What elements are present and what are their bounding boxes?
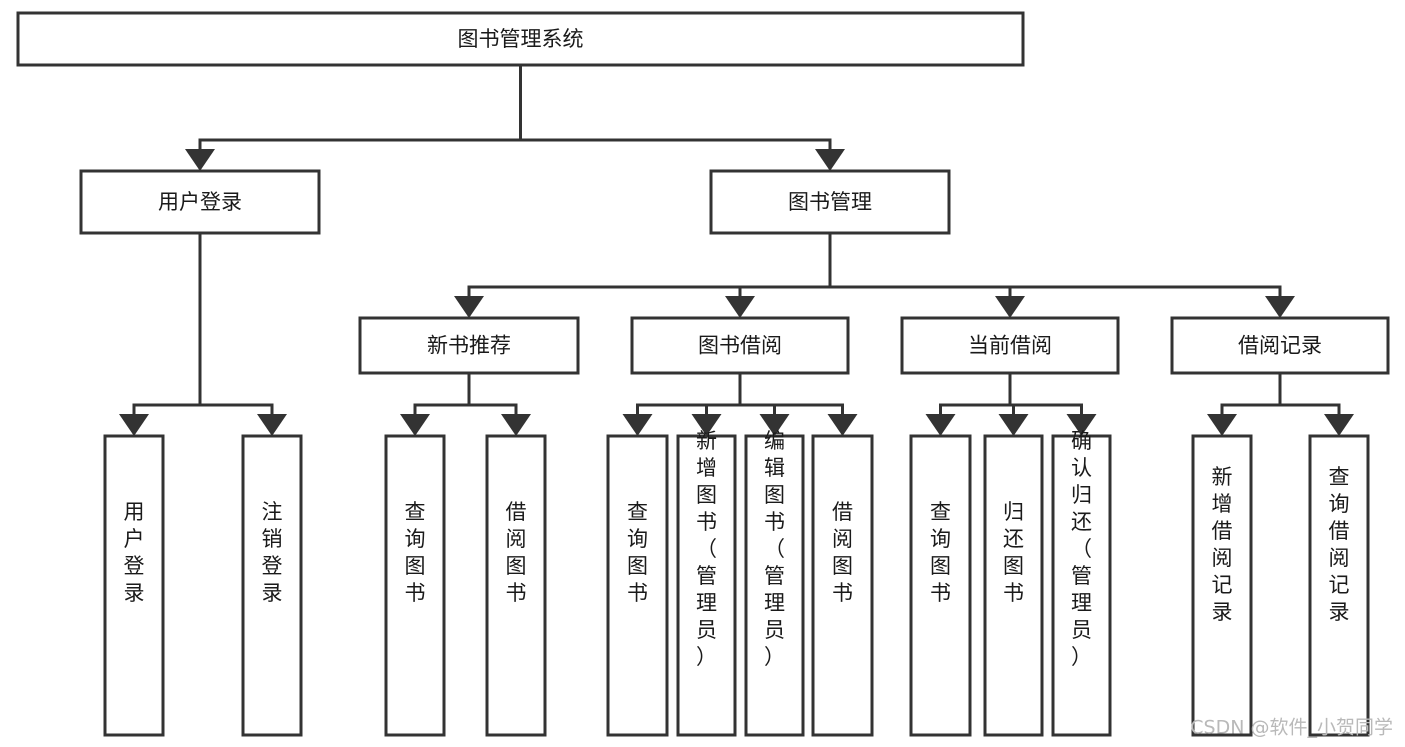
node-label-leaf-add-book-admin: 新增图书（管理员）	[696, 429, 717, 669]
node-new-book-recommend[interactable]: 新书推荐	[358, 316, 580, 375]
connector-arrowhead	[400, 414, 430, 436]
node-leaf-add-book-admin[interactable]: 新增图书（管理员）	[676, 429, 737, 737]
connector-arrowhead	[1324, 414, 1354, 436]
node-label-leaf-borrow-book-recommend: 借阅图书	[506, 500, 527, 605]
node-box-book-borrow[interactable]	[630, 316, 850, 375]
node-leaf-query-book-recommend[interactable]: 查询图书	[384, 434, 446, 737]
node-box-current-borrow[interactable]	[900, 316, 1120, 375]
node-box-new-book-recommend[interactable]	[358, 316, 580, 375]
node-leaf-borrow-book-recommend[interactable]: 借阅图书	[485, 434, 547, 737]
connector-arrowhead	[995, 296, 1025, 318]
connector-group-new-book-recommend	[400, 371, 531, 436]
connector-arrowhead	[998, 414, 1029, 436]
node-box-root[interactable]	[16, 11, 1025, 67]
node-label-leaf-confirm-return-admin: 确认归还（管理员）	[1071, 429, 1092, 669]
node-leaf-query-book-borrow[interactable]: 查询图书	[606, 434, 669, 737]
connector-arrowhead	[1265, 296, 1295, 318]
node-book-manage[interactable]: 图书管理	[709, 169, 951, 235]
node-book-borrow[interactable]: 图书借阅	[630, 316, 850, 375]
node-label-leaf-query-book-borrow: 查询图书	[627, 500, 648, 605]
connector-group-root	[185, 63, 845, 171]
connector-group-user-login	[119, 231, 287, 436]
connector-arrowhead	[501, 414, 531, 436]
node-box-book-manage[interactable]	[709, 169, 951, 235]
node-label-leaf-user-login: 用户登录	[124, 500, 145, 605]
node-box-leaf-borrow-book-recommend[interactable]	[485, 434, 547, 737]
node-box-leaf-confirm-return-admin[interactable]	[1051, 434, 1112, 737]
node-leaf-logout-login[interactable]: 注销登录	[241, 434, 303, 737]
node-box-leaf-user-login[interactable]	[103, 434, 165, 737]
node-box-leaf-borrow-book[interactable]	[811, 434, 874, 737]
connector-arrowhead	[815, 149, 845, 171]
node-label-leaf-return-book: 归还图书	[1003, 500, 1024, 605]
node-label-book-borrow: 图书借阅	[698, 334, 782, 358]
connector-arrowhead	[725, 296, 755, 318]
node-box-leaf-query-book-borrow[interactable]	[606, 434, 669, 737]
node-leaf-return-book[interactable]: 归还图书	[983, 434, 1044, 737]
node-box-leaf-logout-login[interactable]	[241, 434, 303, 737]
connector-group-current-borrow	[925, 371, 1097, 436]
node-label-new-book-recommend: 新书推荐	[427, 334, 511, 358]
node-user-login[interactable]: 用户登录	[79, 169, 321, 235]
node-leaf-query-borrow-record[interactable]: 查询借阅记录	[1308, 434, 1370, 737]
node-label-leaf-borrow-book: 借阅图书	[832, 500, 853, 605]
node-box-leaf-return-book[interactable]	[983, 434, 1044, 737]
connector-arrowhead	[691, 414, 722, 436]
node-leaf-borrow-book[interactable]: 借阅图书	[811, 434, 874, 737]
node-box-leaf-query-borrow-record[interactable]	[1308, 434, 1370, 737]
node-box-leaf-query-book-recommend[interactable]	[384, 434, 446, 737]
node-label-user-login: 用户登录	[158, 190, 242, 214]
node-box-user-login[interactable]	[79, 169, 321, 235]
connector-arrowhead	[185, 149, 215, 171]
node-label-leaf-query-book-recommend: 查询图书	[405, 500, 426, 605]
connectors-layer	[119, 63, 1354, 436]
node-label-borrow-record: 借阅记录	[1238, 334, 1322, 358]
node-leaf-edit-book-admin[interactable]: 编辑图书（管理员）	[744, 429, 805, 737]
node-box-leaf-query-book-current[interactable]	[909, 434, 972, 737]
node-label-leaf-query-borrow-record: 查询借阅记录	[1329, 465, 1350, 624]
connector-arrowhead	[759, 414, 790, 436]
connector-arrowhead	[454, 296, 484, 318]
node-leaf-user-login[interactable]: 用户登录	[103, 434, 165, 737]
connector-arrowhead	[827, 414, 858, 436]
connector-arrowhead	[1207, 414, 1237, 436]
connector-arrowhead	[622, 414, 653, 436]
connector-group-book-borrow	[622, 371, 858, 436]
connector-arrowhead	[1066, 414, 1097, 436]
node-box-leaf-add-borrow-record[interactable]	[1191, 434, 1253, 737]
connector-arrowhead	[925, 414, 956, 436]
node-borrow-record[interactable]: 借阅记录	[1170, 316, 1390, 375]
connector-arrowhead	[257, 414, 287, 436]
node-label-leaf-logout-login: 注销登录	[262, 500, 283, 605]
node-leaf-query-book-current[interactable]: 查询图书	[909, 434, 972, 737]
node-leaf-add-borrow-record[interactable]: 新增借阅记录	[1191, 434, 1253, 737]
node-leaf-confirm-return-admin[interactable]: 确认归还（管理员）	[1051, 429, 1112, 737]
node-box-leaf-add-book-admin[interactable]	[676, 434, 737, 737]
node-label-book-manage: 图书管理	[788, 190, 872, 214]
node-label-current-borrow: 当前借阅	[968, 334, 1052, 358]
node-current-borrow[interactable]: 当前借阅	[900, 316, 1120, 375]
nodes-layer: 图书管理系统用户登录图书管理新书推荐图书借阅当前借阅借阅记录用户登录注销登录查询…	[16, 11, 1390, 737]
watermark-label: CSDN @软件_小贺同学	[1190, 717, 1393, 739]
connector-group-book-manage	[454, 231, 1295, 318]
node-label-leaf-query-book-current: 查询图书	[930, 500, 951, 605]
node-label-root: 图书管理系统	[458, 27, 584, 51]
connector-arrowhead	[119, 414, 149, 436]
connector-group-borrow-record	[1207, 371, 1354, 436]
node-box-leaf-edit-book-admin[interactable]	[744, 434, 805, 737]
node-label-leaf-add-borrow-record: 新增借阅记录	[1212, 465, 1233, 624]
node-root[interactable]: 图书管理系统	[16, 11, 1025, 67]
node-label-leaf-edit-book-admin: 编辑图书（管理员）	[764, 429, 785, 669]
node-box-borrow-record[interactable]	[1170, 316, 1390, 375]
